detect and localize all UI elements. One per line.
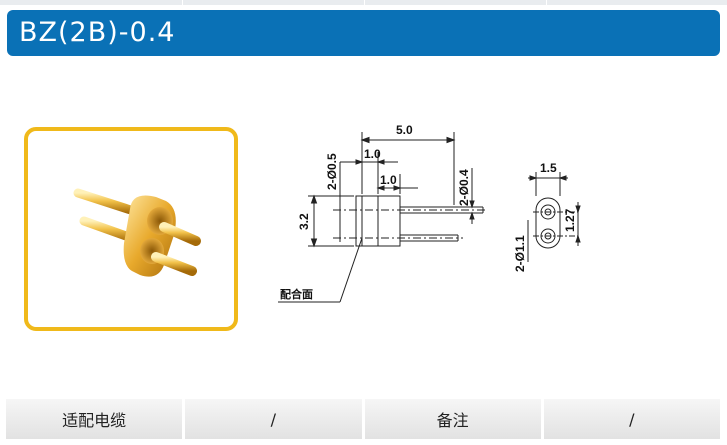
end-view	[527, 172, 581, 262]
spec-table: 适配电缆 / 备注 /	[6, 399, 720, 439]
dim-overall-length: 5.0	[396, 123, 413, 137]
callout-mating-face: 配合面	[280, 287, 313, 301]
front-pin-upper	[159, 222, 201, 246]
dim-pitch: 1.27	[563, 208, 577, 232]
side-view	[278, 132, 488, 303]
spec-label-cable: 适配电缆	[6, 399, 183, 439]
dim-height: 3.2	[297, 213, 311, 230]
dim-pin-dia: 2-Ø0.4	[457, 169, 471, 206]
spec-label-remarks: 备注	[364, 399, 541, 439]
rear-pin-upper	[73, 188, 145, 218]
product-photo-frame	[24, 127, 238, 331]
dim-step-lower: 1.0	[380, 173, 397, 187]
dim-end-width: 1.5	[540, 161, 557, 175]
top-strip	[0, 0, 727, 5]
dim-flange-dia: 2-Ø0.5	[325, 153, 339, 190]
dim-step-upper: 1.0	[364, 147, 381, 161]
technical-drawing: 5.0 1.0 1.0 2-Ø0.5 2-Ø0.4 3.2 配合面 1.5 1.…	[278, 123, 581, 303]
dim-hole-dia: 2-Ø1.1	[513, 235, 527, 272]
title-bar: BZ(2B)-0.4	[7, 10, 720, 56]
spec-value-remarks: /	[543, 399, 720, 439]
spec-value-cable: /	[185, 399, 362, 439]
page-title: BZ(2B)-0.4	[19, 17, 176, 48]
product-photo	[73, 188, 201, 277]
front-pin-lower	[151, 252, 197, 276]
